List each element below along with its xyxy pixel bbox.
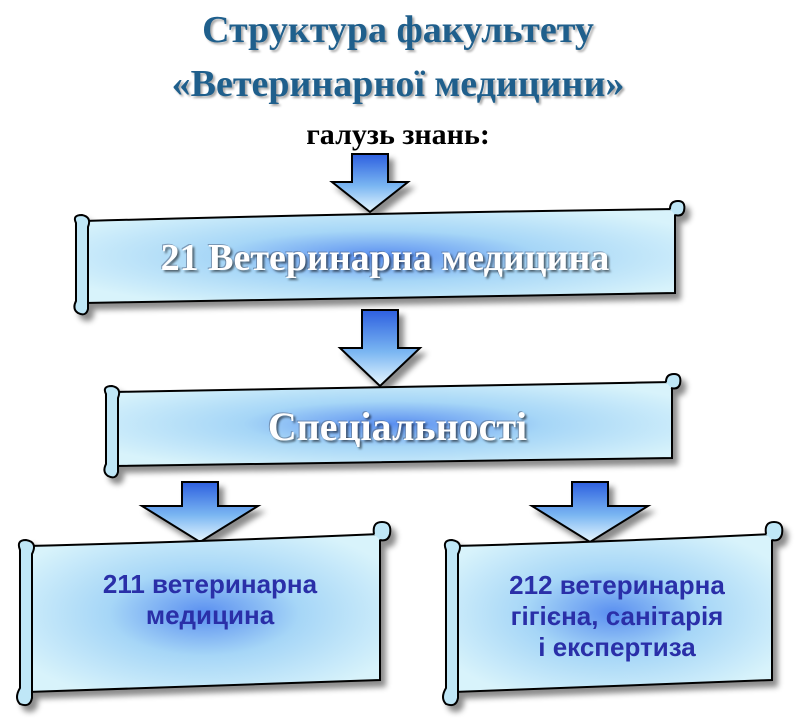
spec-211-label: 211 ветеринарна медицина xyxy=(40,560,380,640)
arrow-down-icon xyxy=(337,309,423,388)
scroll-box-212 xyxy=(442,520,784,707)
scroll-box-211 xyxy=(16,520,392,707)
spec-212-line: гігієна, санітарія xyxy=(510,600,724,631)
spec-212-line: і експертиза xyxy=(538,631,696,662)
spec-212-line: 212 ветеринарна xyxy=(509,569,725,600)
scroll-box-field xyxy=(73,199,686,316)
arrow-down-icon xyxy=(138,481,262,544)
spec-211-line: медицина xyxy=(145,600,275,630)
field-label: 21 Ветеринарна медицина xyxy=(160,237,610,279)
scroll-box-specialties xyxy=(103,372,682,479)
arrow-down-icon xyxy=(329,153,411,214)
specialties-label: Спеціальності xyxy=(267,403,528,449)
title-line-1: Структура факультету xyxy=(202,9,594,51)
subtitle: галузь знань: xyxy=(306,118,490,151)
spec-211-line: 211 ветеринарна xyxy=(102,569,318,599)
arrow-down-icon xyxy=(528,481,652,544)
title-line-2: «Ветеринарної медицини» xyxy=(171,63,625,105)
spec-212-label: 212 ветеринарна гігієна, санітарія і екс… xyxy=(462,562,772,670)
